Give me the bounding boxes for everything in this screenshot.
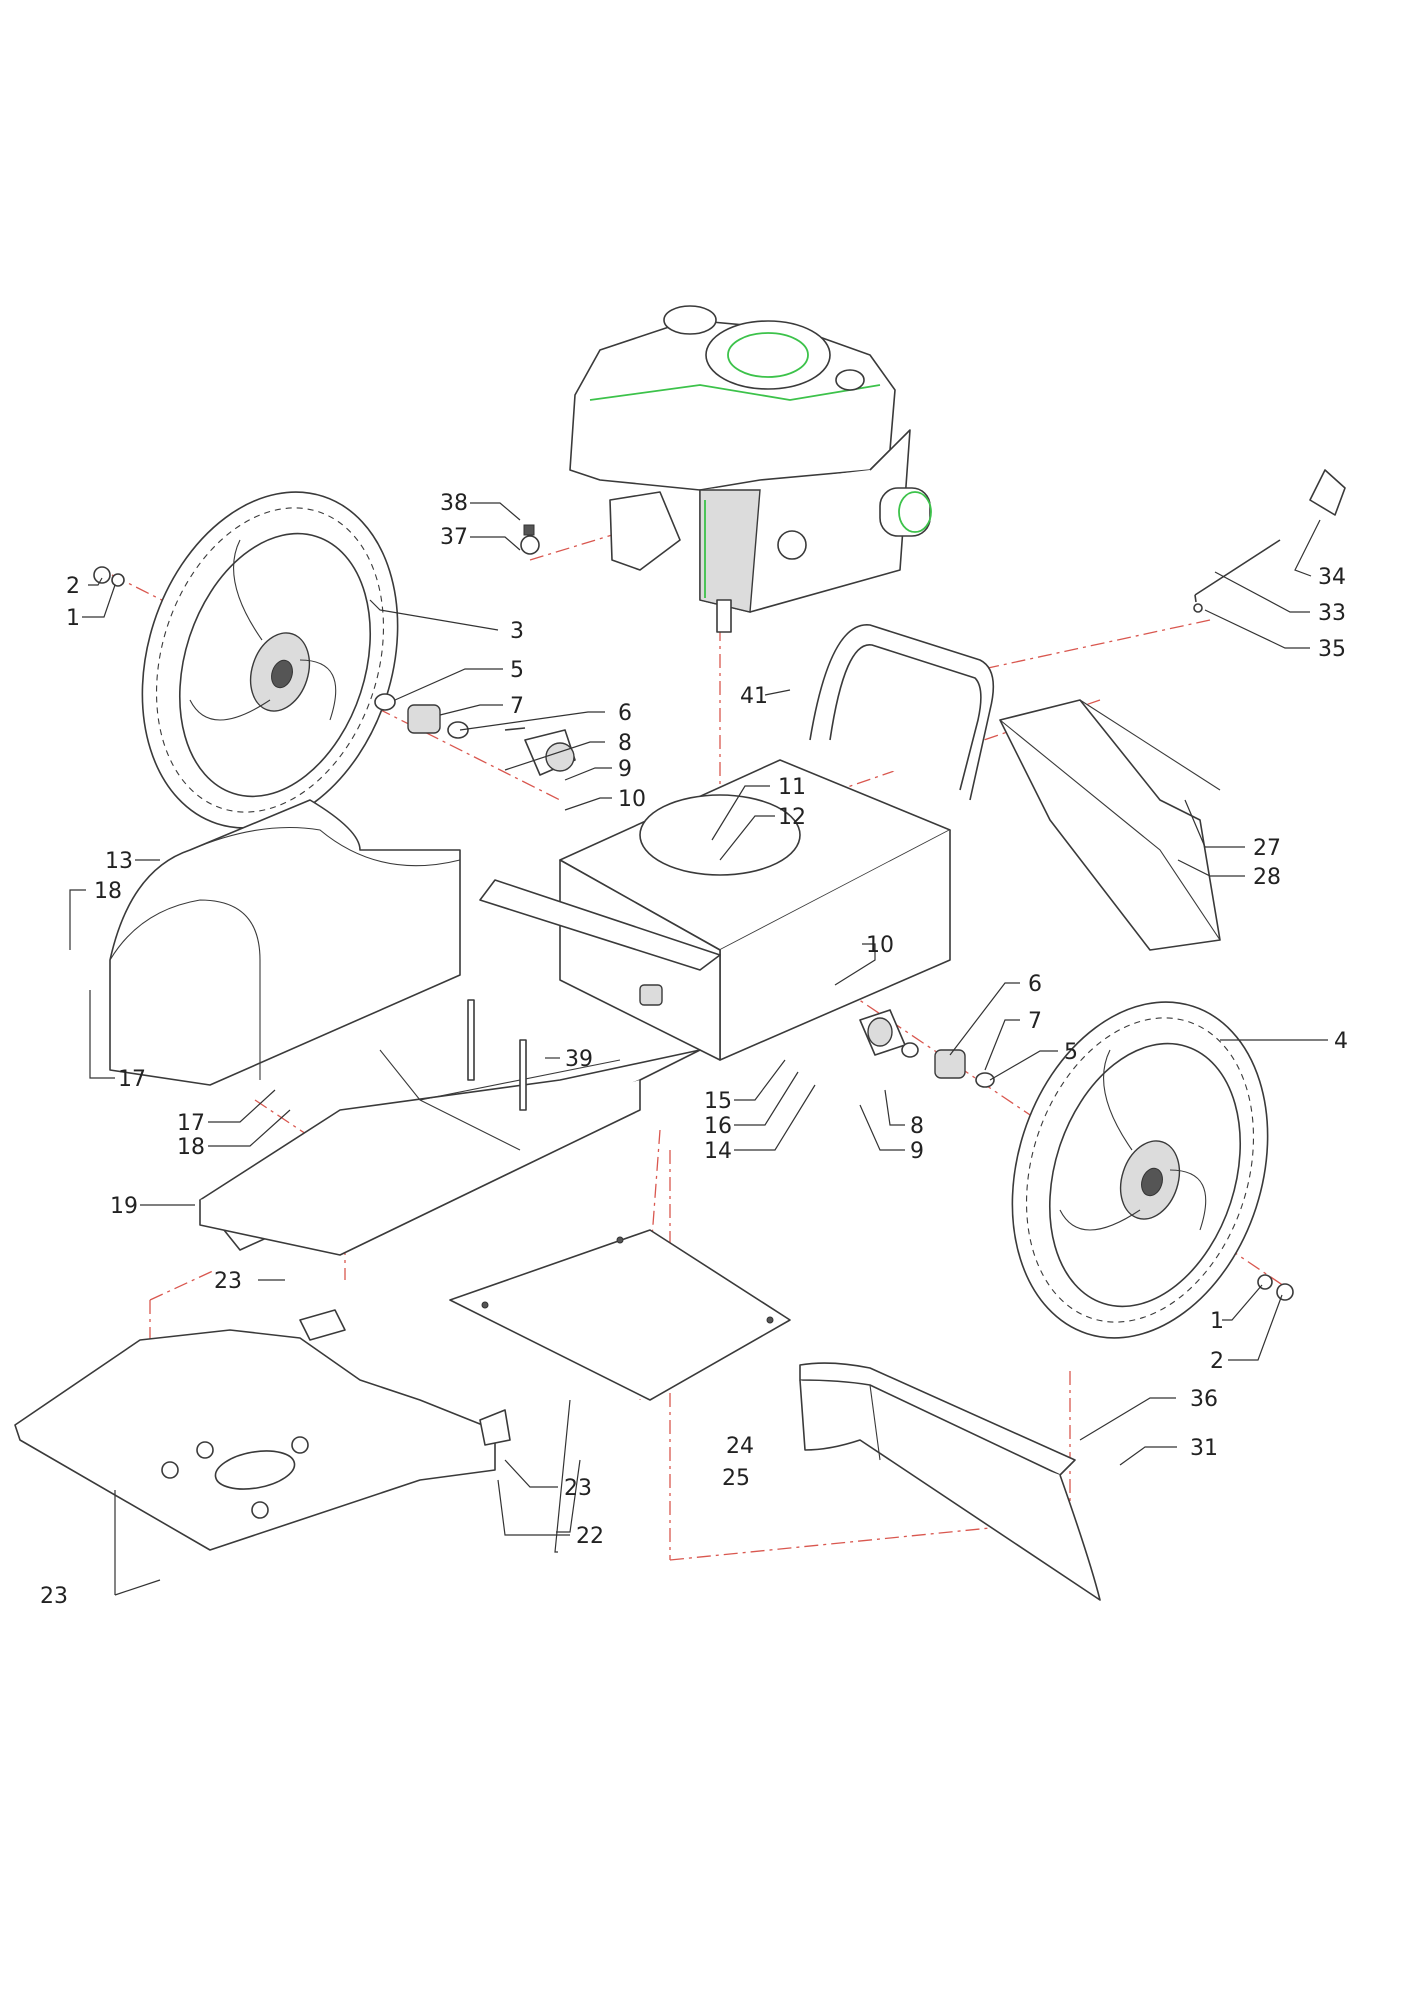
right-wheel (1011, 1001, 1269, 1339)
callout-25: 25 (722, 1466, 750, 1491)
callout-39: 39 (565, 1047, 593, 1072)
callout-38: 38 (440, 491, 468, 516)
callout-15: 15 (704, 1089, 732, 1114)
callout-9: 9 (618, 757, 632, 782)
callout-12: 12 (778, 805, 806, 830)
callout-8: 8 (910, 1114, 924, 1139)
callout-34: 34 (1318, 565, 1346, 590)
callout-35: 35 (1318, 637, 1346, 662)
callout-23: 23 (564, 1476, 592, 1501)
callout-8: 8 (618, 731, 632, 756)
belt-cover (109, 799, 461, 1086)
chassis-frame (199, 624, 995, 1256)
callout-7: 7 (510, 694, 524, 719)
callout-3: 3 (510, 619, 524, 644)
callout-2: 2 (66, 574, 80, 599)
callout-17: 17 (118, 1067, 146, 1092)
callout-19: 19 (110, 1194, 138, 1219)
front-flap (799, 1362, 1101, 1601)
callout-5: 5 (1064, 1040, 1078, 1065)
skid-plate (14, 1309, 511, 1551)
callout-1: 1 (66, 606, 80, 631)
callout-9: 9 (910, 1139, 924, 1164)
leader-lines (69, 502, 1328, 1596)
callout-1: 1 (1210, 1309, 1224, 1334)
right-axle-parts (859, 1009, 1294, 1301)
callout-18: 18 (177, 1135, 205, 1160)
callout-10: 10 (618, 787, 646, 812)
callout-33: 33 (1318, 601, 1346, 626)
callout-2: 2 (1210, 1349, 1224, 1374)
callout-18: 18 (94, 879, 122, 904)
callout-41: 41 (740, 684, 768, 709)
callout-22: 22 (576, 1524, 604, 1549)
callout-6: 6 (1028, 972, 1042, 997)
callout-36: 36 (1190, 1387, 1218, 1412)
callout-23: 23 (40, 1584, 68, 1609)
callout-37: 37 (440, 525, 468, 550)
callout-5: 5 (510, 658, 524, 683)
left-wheel (141, 491, 399, 829)
callout-4: 4 (1334, 1029, 1348, 1054)
engine (569, 305, 932, 633)
callout-24: 24 (726, 1434, 754, 1459)
callout-31: 31 (1190, 1436, 1218, 1461)
callout-6: 6 (618, 701, 632, 726)
base-plate (449, 1229, 791, 1401)
handle-rod (1193, 469, 1346, 613)
callout-16: 16 (704, 1114, 732, 1139)
callout-10: 10 (866, 933, 894, 958)
callout-14: 14 (704, 1139, 732, 1164)
callout-23: 23 (214, 1269, 242, 1294)
callout-11: 11 (778, 775, 806, 800)
callout-27: 27 (1253, 836, 1281, 861)
callout-13: 13 (105, 849, 133, 874)
callout-labels: 38 37 2 1 3 5 7 6 8 9 10 11 12 41 34 33 … (40, 491, 1348, 1609)
callout-28: 28 (1253, 865, 1281, 890)
callout-17: 17 (177, 1111, 205, 1136)
callout-7: 7 (1028, 1009, 1042, 1034)
rear-guard-plate (999, 699, 1221, 951)
